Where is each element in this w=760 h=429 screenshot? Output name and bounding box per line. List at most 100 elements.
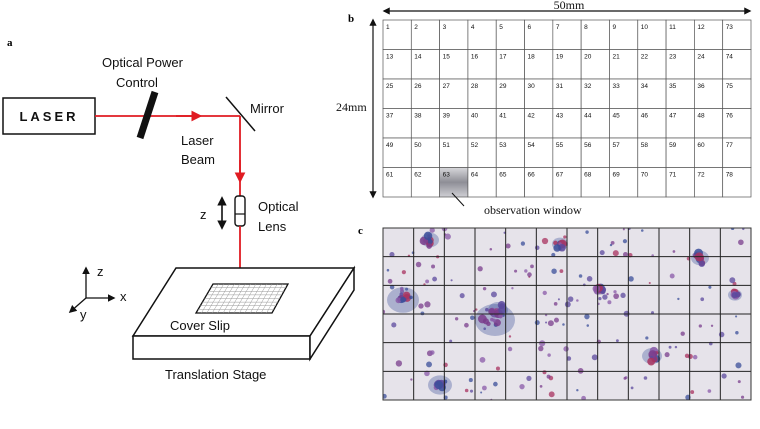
laser-label: LASER (19, 109, 78, 124)
grid-cell (580, 108, 610, 139)
cell-nucleus (737, 380, 741, 384)
cell-nucleus (708, 285, 712, 289)
cell-nucleus (609, 243, 613, 247)
optical-power-control-plate (136, 90, 159, 140)
grid-cell-number: 7 (556, 24, 560, 31)
cell-cluster-nucleus (434, 380, 444, 390)
cell-nucleus (429, 228, 435, 233)
cell-nucleus (735, 331, 739, 335)
cell-nucleus (576, 299, 579, 302)
cell-nucleus (674, 345, 678, 349)
grid-cell (637, 167, 667, 198)
grid-cell (609, 167, 639, 198)
cell-nucleus (742, 228, 745, 231)
cell-nucleus (424, 370, 430, 377)
grid-cell-number: 59 (669, 142, 677, 149)
height-dimension-label: 24mm (336, 100, 367, 114)
cell-cluster-nucleus (698, 260, 706, 267)
grid-cell-number: 75 (726, 83, 734, 90)
cell-nucleus (547, 353, 551, 357)
cell-nucleus (542, 290, 547, 296)
cell-nucleus (475, 308, 478, 311)
grid-cell-number: 69 (612, 172, 620, 179)
grid-cell-number: 51 (443, 142, 451, 149)
cell-nucleus (410, 378, 413, 381)
cell-nucleus (507, 346, 513, 352)
grid-cell-number: 41 (499, 113, 507, 120)
grid-cell (694, 108, 724, 139)
observation-window-pointer (451, 192, 465, 207)
cell-nucleus (664, 352, 670, 358)
cell-nucleus (677, 297, 680, 301)
grid-cell-number: 33 (612, 83, 620, 90)
grid-cell-number: 73 (726, 24, 734, 31)
cell-nucleus (505, 243, 511, 249)
cell-nucleus (551, 252, 556, 257)
observation-window-cell (439, 167, 469, 198)
grid-cell (439, 137, 469, 168)
cell-nucleus (735, 315, 738, 318)
grid-cell (495, 19, 525, 50)
grid-cell (439, 49, 469, 80)
cell-nucleus (598, 297, 602, 301)
cell-nucleus (450, 279, 453, 282)
cell-nucleus (557, 298, 560, 301)
cell-nucleus (534, 320, 540, 326)
cell-cluster-nucleus (400, 296, 406, 303)
cell-nucleus (700, 297, 705, 302)
cell-cluster-nucleus (399, 292, 404, 297)
cell-nucleus (420, 311, 425, 316)
grid-cell (580, 78, 610, 109)
grid-cell (722, 19, 752, 50)
cell-nucleus (612, 250, 619, 257)
cell-nucleus (586, 324, 590, 327)
cell-nucleus (508, 335, 512, 338)
micrograph (383, 228, 751, 400)
cell-nucleus (459, 293, 465, 299)
cell-nucleus (530, 264, 534, 269)
cell-nucleus (680, 331, 685, 336)
cell-nucleus (493, 381, 498, 387)
cell-nucleus (548, 391, 555, 398)
grid-cell (552, 108, 582, 139)
optical-power-control-label-line2: Control (116, 75, 158, 90)
laser-beam-label-line2: Beam (181, 152, 215, 167)
grid-cell-number: 17 (499, 54, 507, 61)
cell-nucleus (584, 313, 590, 320)
grid-cell (495, 137, 525, 168)
grid-cell-number: 56 (584, 142, 592, 149)
cell-nucleus (613, 293, 620, 300)
cell-cluster-nucleus (482, 318, 489, 325)
cell-nucleus (551, 268, 557, 274)
cell-cluster-nucleus (492, 318, 496, 323)
cell-nucleus (480, 391, 483, 394)
cell-cluster-nucleus (400, 288, 404, 292)
cell-nucleus (545, 321, 548, 324)
translation-stage-label: Translation Stage (165, 367, 266, 382)
grid-cell (382, 167, 412, 198)
cell-nucleus (418, 303, 424, 309)
grid-cell-number: 19 (556, 54, 564, 61)
grid-cell-number: 58 (641, 142, 649, 149)
cell-cluster-nucleus (647, 357, 656, 366)
observation-window-label: observation window (484, 203, 582, 217)
optical-lens (234, 195, 246, 227)
grid-cell-number: 16 (471, 54, 479, 61)
grid-cell (467, 137, 497, 168)
cell-nucleus (547, 320, 554, 327)
grid-cell-number: 54 (528, 142, 536, 149)
grid-cell (552, 167, 582, 198)
grid-cell (694, 78, 724, 109)
cell-nucleus (431, 264, 436, 269)
grid-cell-number: 62 (414, 172, 422, 179)
grid-cell-number: 37 (386, 113, 394, 120)
cell-nucleus (643, 376, 648, 380)
cell-nucleus (622, 228, 625, 231)
grid-cell-number: 14 (414, 54, 422, 61)
grid-cell (495, 78, 525, 109)
cell-nucleus (567, 296, 574, 302)
cell-cluster-nucleus (498, 314, 503, 319)
grid-cell (524, 137, 554, 168)
grid-cell-number: 65 (499, 172, 507, 179)
